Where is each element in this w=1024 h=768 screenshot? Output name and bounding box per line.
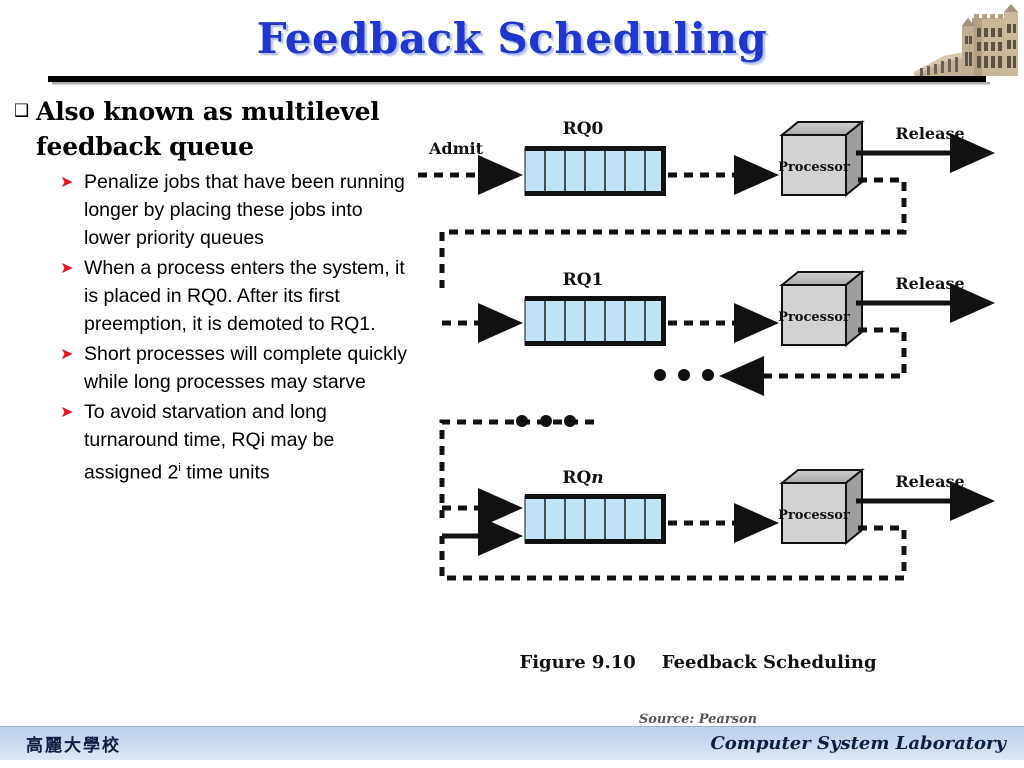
queue-rqn xyxy=(524,494,666,544)
footer-bottom-strip xyxy=(0,760,1024,768)
square-bullet-icon: ❑ xyxy=(14,101,30,121)
processor-box-rq0: Processor xyxy=(778,119,865,198)
slide-footer: 高麗大學校 Computer System Laboratory xyxy=(0,726,1024,760)
figure-caption: Figure 9.10 Feedback Scheduling xyxy=(418,652,978,673)
queue-label-rqn: RQn xyxy=(562,468,603,488)
list-item: ➤ To avoid starvation and long turnaroun… xyxy=(60,398,434,487)
bullet-level2-text: When a process enters the system, it is … xyxy=(84,257,405,335)
bullet-level1-text: Also known as multilevel feedback queue xyxy=(36,97,380,161)
bullet-level2-text-superscript: To avoid starvation and long turnaround … xyxy=(84,398,414,487)
admit-label: Admit xyxy=(428,139,484,158)
ellipsis-lower xyxy=(516,415,576,427)
figure-source: Source: Pearson xyxy=(638,712,758,727)
bullet-list: ❑ Also known as multilevel feedback queu… xyxy=(14,94,434,489)
processor-label: Processor xyxy=(778,508,850,523)
title-divider-shadow xyxy=(52,82,990,85)
queue-rq0 xyxy=(524,146,666,196)
feedback-scheduling-diagram: RQ0 Admit Processor Release RQ1 xyxy=(418,104,1024,634)
processor-label: Processor xyxy=(778,160,850,175)
figure-number: Figure 9.10 xyxy=(519,652,636,673)
list-item: ➤ Penalize jobs that have been running l… xyxy=(60,168,434,252)
queue-label-rq1: RQ1 xyxy=(563,270,604,290)
bullet-level2-text: Penalize jobs that have been running lon… xyxy=(84,171,405,249)
footer-lab-name: Computer System Laboratory xyxy=(710,733,1006,754)
page-title: Feedback Scheduling xyxy=(256,14,768,63)
red-arrow-icon: ➤ xyxy=(60,402,74,421)
university-building-photo xyxy=(914,0,1024,80)
ellipsis-middle xyxy=(654,369,714,381)
list-item: ➤ When a process enters the system, it i… xyxy=(60,254,434,338)
release-label-rq1: Release xyxy=(895,274,964,293)
red-arrow-icon: ➤ xyxy=(60,172,74,191)
processor-box-rq1: Processor xyxy=(778,269,865,348)
figure-title: Feedback Scheduling xyxy=(661,652,877,673)
diagram-svg: RQ0 Admit Processor Release RQ1 xyxy=(418,119,995,581)
bullet-level1-item: ❑ Also known as multilevel feedback queu… xyxy=(14,94,434,164)
footer-university-name: 高麗大學校 xyxy=(26,736,121,756)
red-arrow-icon: ➤ xyxy=(60,258,74,277)
bullet-level2-group: ➤ Penalize jobs that have been running l… xyxy=(60,168,434,487)
title-divider xyxy=(48,76,986,82)
bullet-text-part-1: To avoid starvation and long turnaround … xyxy=(84,401,335,484)
queue-rq1 xyxy=(524,296,666,346)
list-item: ➤ Short processes will complete quickly … xyxy=(60,340,434,396)
red-arrow-icon: ➤ xyxy=(60,344,74,363)
processor-box-rqn: Processor xyxy=(778,467,865,546)
release-label-rqn: Release xyxy=(895,472,964,491)
processor-label: Processor xyxy=(778,310,850,325)
bullet-level2-text: Short processes will complete quickly wh… xyxy=(84,343,407,393)
exponent-i: i xyxy=(178,462,181,474)
bullet-text-part-2: time units xyxy=(180,461,270,484)
queue-label-rq0: RQ0 xyxy=(563,119,604,139)
release-label-rq0: Release xyxy=(895,124,964,143)
